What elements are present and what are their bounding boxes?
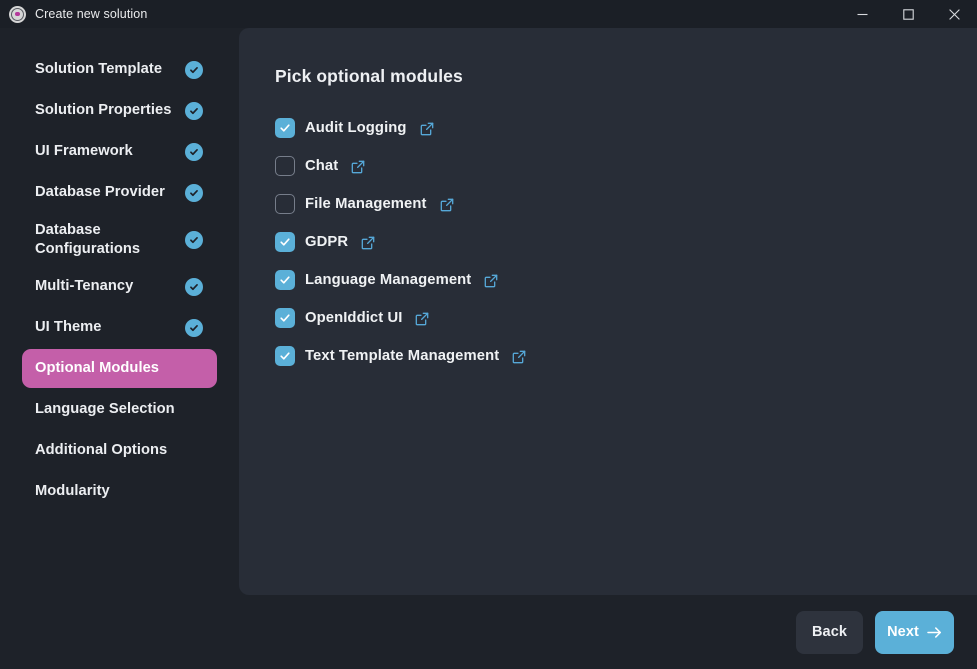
page-title: Pick optional modules (275, 66, 463, 86)
minimize-button[interactable] (839, 0, 885, 28)
external-link-icon[interactable] (512, 350, 526, 364)
module-label: OpenIddict UI (305, 310, 403, 326)
checkbox-audit-logging[interactable] (275, 118, 295, 138)
module-row-language-management: Language Management (275, 261, 977, 299)
checkbox-gdpr[interactable] (275, 232, 295, 252)
sidebar-item-database-provider[interactable]: Database Provider (22, 173, 217, 212)
step-complete-check-icon (185, 101, 203, 120)
sidebar-item-label: UI Framework (35, 143, 133, 160)
sidebar-item-label: Optional Modules (35, 360, 160, 377)
optional-modules-panel: Pick optional modules Audit Logging Chat (239, 28, 977, 595)
sidebar-item-label: Database Provider (35, 184, 165, 201)
external-link-icon[interactable] (351, 160, 365, 174)
step-complete-check-icon (185, 142, 203, 161)
external-link-icon[interactable] (415, 312, 429, 326)
checkbox-openiddict-ui[interactable] (275, 308, 295, 328)
back-button[interactable]: Back (796, 610, 863, 654)
external-link-icon[interactable] (361, 236, 375, 250)
module-row-chat: Chat (275, 147, 977, 185)
wizard-step-sidebar: Solution Template Solution Properties UI… (0, 28, 239, 669)
abp-logo-icon (9, 5, 26, 23)
sidebar-item-label: Additional Options (35, 442, 168, 459)
close-button[interactable] (931, 0, 977, 28)
checkbox-text-template-management[interactable] (275, 346, 295, 366)
module-row-openiddict-ui: OpenIddict UI (275, 299, 977, 337)
sidebar-item-label: Modularity (35, 483, 110, 500)
sidebar-item-label: Solution Properties (35, 102, 172, 119)
external-link-icon[interactable] (484, 274, 498, 288)
step-complete-check-icon (185, 230, 203, 249)
module-list: Audit Logging Chat File Management (275, 109, 977, 375)
sidebar-item-label: Solution Template (35, 61, 163, 78)
module-label: Language Management (305, 272, 472, 288)
sidebar-item-ui-framework[interactable]: UI Framework (22, 132, 217, 171)
title-bar: Create new solution (0, 0, 977, 28)
module-label: Chat (305, 158, 339, 174)
sidebar-item-label: Multi-Tenancy (35, 278, 134, 295)
sidebar-item-database-configurations[interactable]: Database Configurations (22, 214, 217, 265)
sidebar-item-solution-template[interactable]: Solution Template (22, 50, 217, 89)
sidebar-item-label: UI Theme (35, 319, 102, 336)
module-label: GDPR (305, 234, 349, 250)
maximize-button[interactable] (885, 0, 931, 28)
module-row-gdpr: GDPR (275, 223, 977, 261)
sidebar-item-solution-properties[interactable]: Solution Properties (22, 91, 217, 130)
checkbox-file-management[interactable] (275, 194, 295, 214)
step-complete-check-icon (185, 318, 203, 337)
module-row-file-management: File Management (275, 185, 977, 223)
step-complete-check-icon (185, 277, 203, 296)
wizard-footer: Back Next (0, 595, 977, 669)
window-controls (839, 0, 977, 28)
module-label: Audit Logging (305, 120, 407, 136)
sidebar-item-modularity[interactable]: Modularity (22, 472, 217, 511)
sidebar-item-ui-theme[interactable]: UI Theme (22, 308, 217, 347)
module-label: File Management (305, 196, 427, 212)
module-row-text-template-management: Text Template Management (275, 337, 977, 375)
sidebar-item-multi-tenancy[interactable]: Multi-Tenancy (22, 267, 217, 306)
sidebar-item-language-selection[interactable]: Language Selection (22, 390, 217, 429)
sidebar-item-additional-options[interactable]: Additional Options (22, 431, 217, 470)
external-link-icon[interactable] (420, 122, 434, 136)
step-complete-check-icon (185, 60, 203, 79)
checkbox-chat[interactable] (275, 156, 295, 176)
window-title: Create new solution (35, 7, 148, 21)
module-row-audit-logging: Audit Logging (275, 109, 977, 147)
arrow-right-icon (927, 626, 942, 639)
next-button[interactable]: Next (875, 610, 954, 654)
sidebar-item-optional-modules[interactable]: Optional Modules (22, 349, 217, 388)
external-link-icon[interactable] (440, 198, 454, 212)
step-complete-check-icon (185, 183, 203, 202)
sidebar-item-label: Database Configurations (35, 221, 141, 257)
sidebar-item-label: Language Selection (35, 401, 175, 418)
module-label: Text Template Management (305, 348, 500, 364)
checkbox-language-management[interactable] (275, 270, 295, 290)
next-button-label: Next (887, 624, 919, 640)
